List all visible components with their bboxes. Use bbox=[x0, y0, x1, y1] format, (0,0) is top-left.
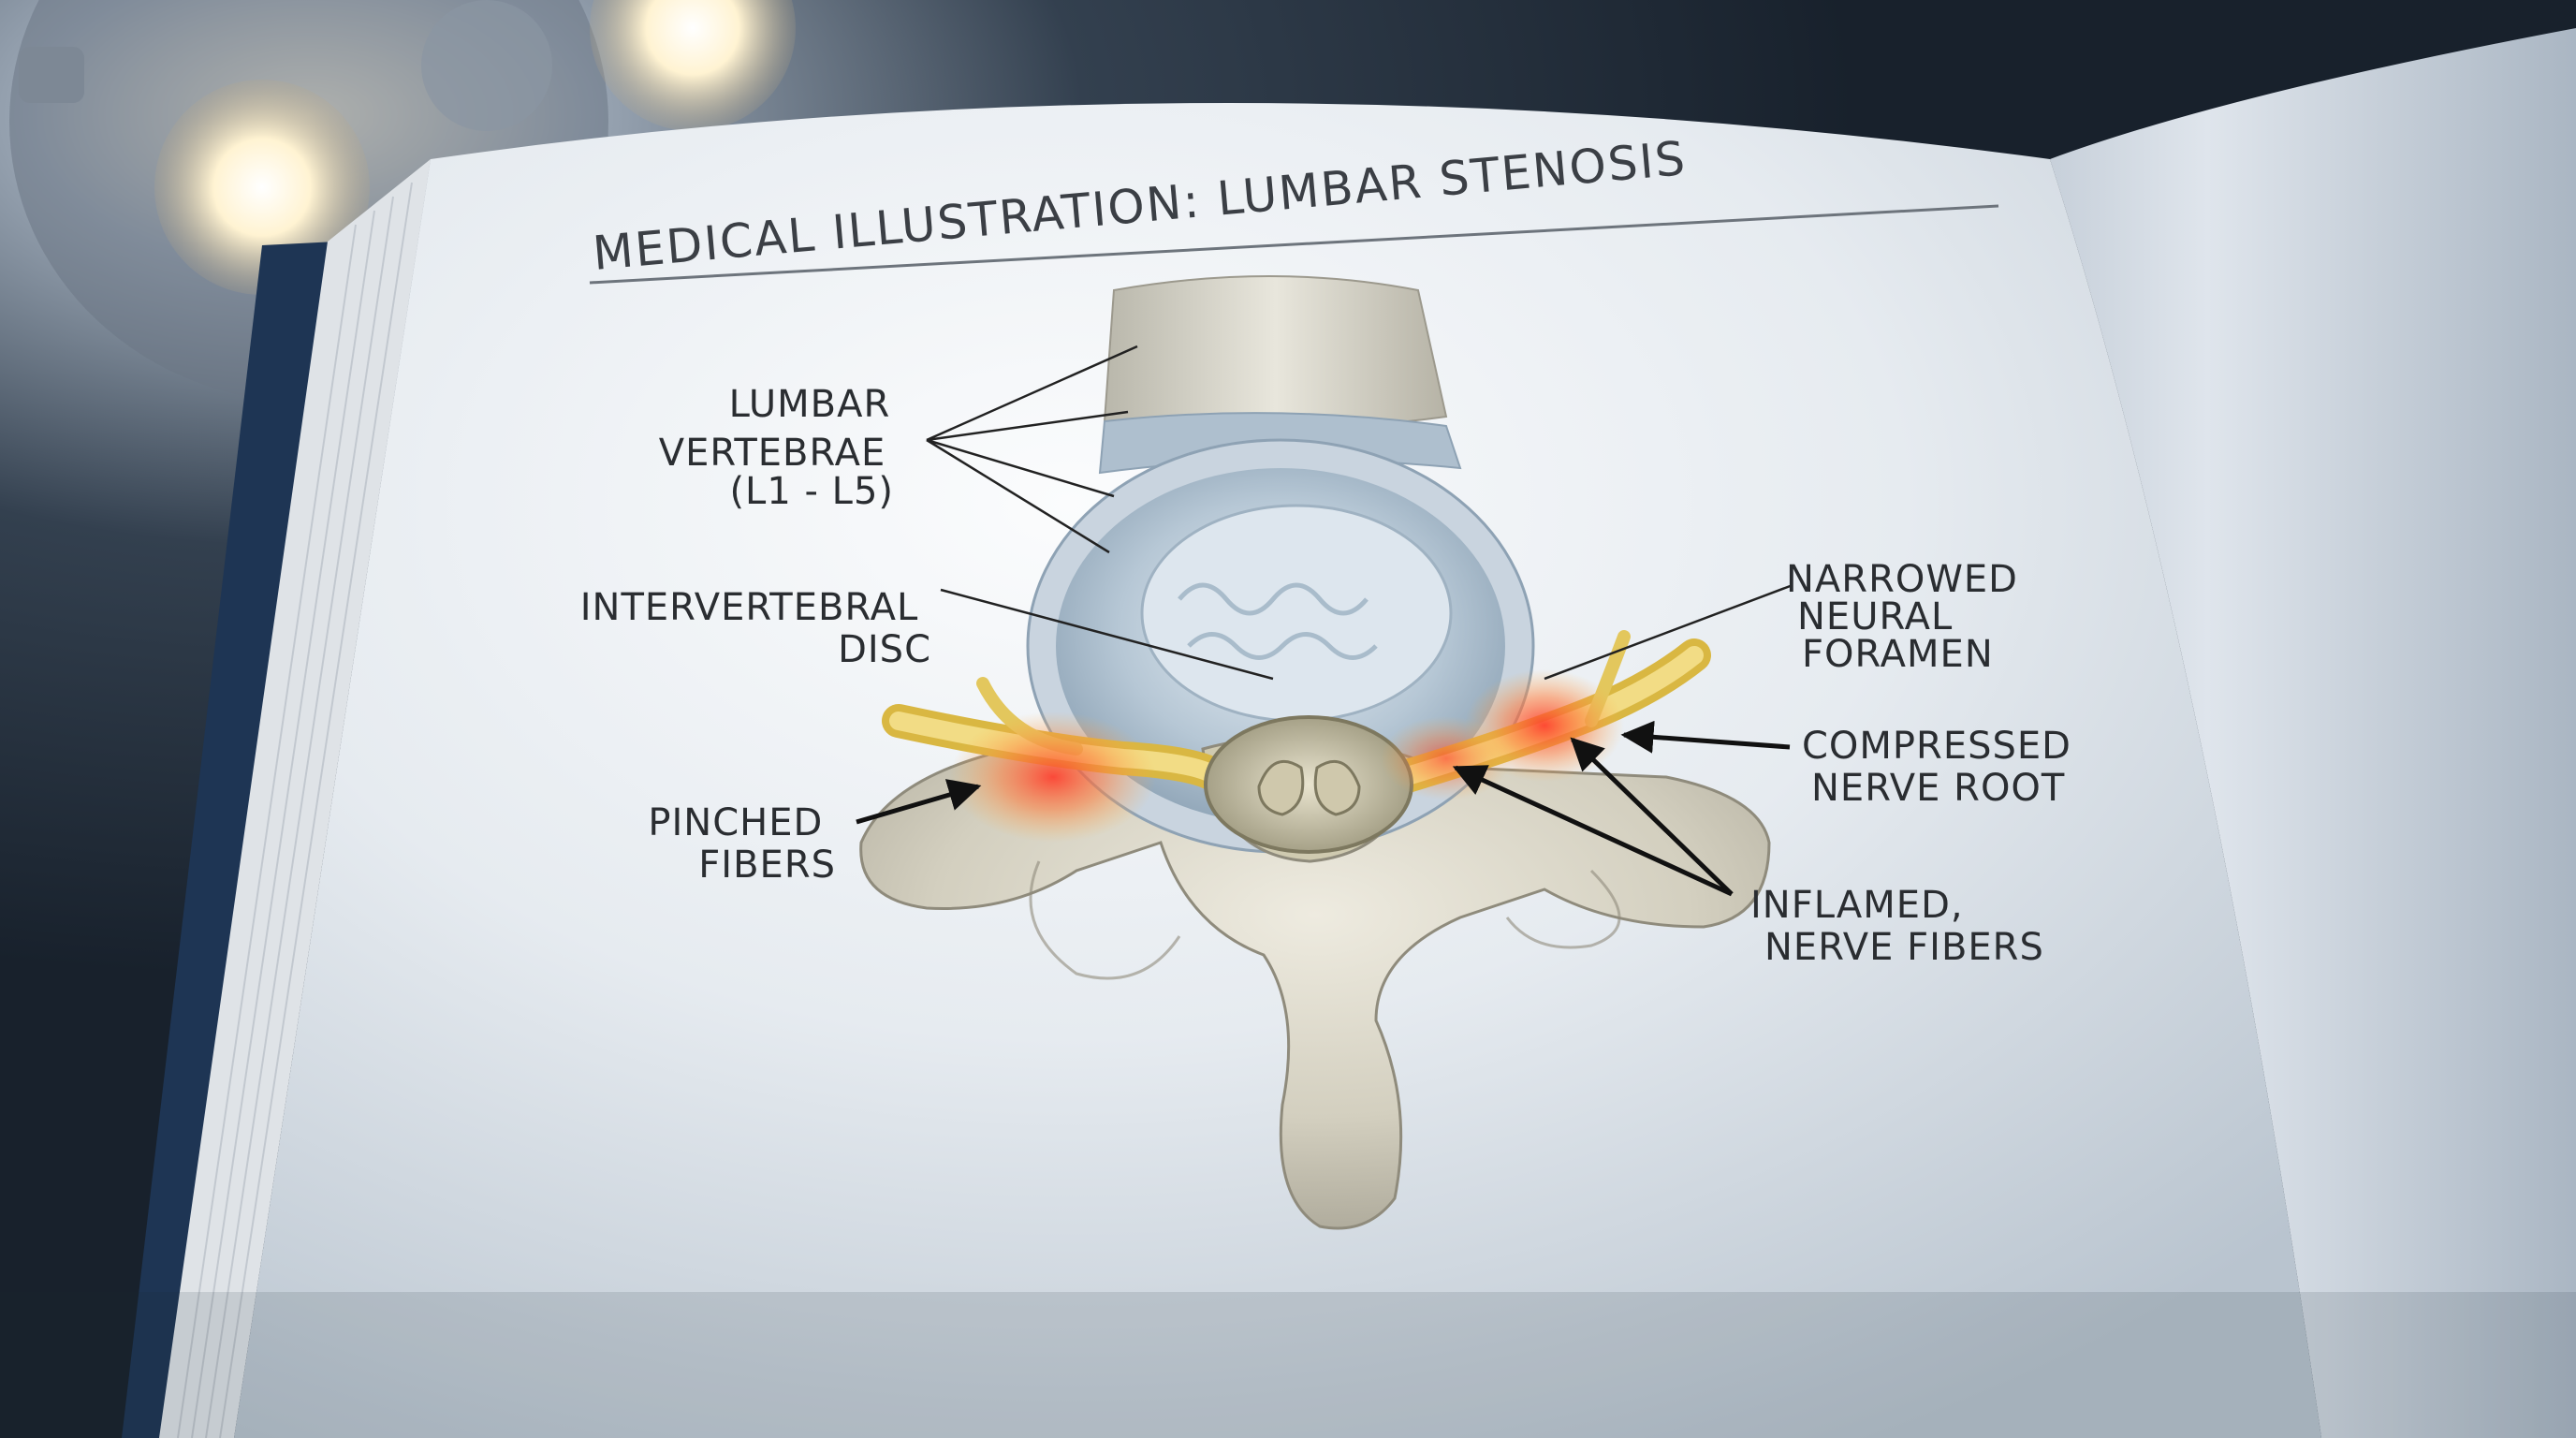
arrow-pinched-fibers bbox=[856, 779, 982, 825]
nucleus-pulposus bbox=[1140, 504, 1453, 723]
label-inflamed-nerve-fibers: INFLAMED, NERVE FIBERS bbox=[1750, 884, 2044, 969]
title-rule bbox=[589, 204, 1999, 285]
leader-lines bbox=[926, 345, 1793, 681]
spinal-cord bbox=[1204, 715, 1413, 854]
label-compressed-nerve-root: COMPRESSED NERVE ROOT bbox=[1802, 725, 2085, 810]
page-edge-lines bbox=[177, 182, 413, 1438]
pointer-arrows bbox=[856, 720, 1791, 897]
arrow-inflamed-fibers-2 bbox=[1452, 765, 1734, 897]
arrow-inflamed-fibers-1 bbox=[1570, 737, 1734, 896]
label-lumbar-vertebrae: LUMBAR VERTEBRAE (L1 - L5) bbox=[659, 383, 903, 513]
label-narrowed-neural-foramen: NARROWED NEURAL FORAMEN bbox=[1786, 558, 2031, 676]
book-page-edges bbox=[159, 159, 431, 1438]
label-intervertebral-disc: INTERVERTEBRAL DISC bbox=[580, 586, 931, 671]
vertebral-body bbox=[1103, 275, 1448, 431]
vignette bbox=[0, 1292, 2576, 1438]
arrow-compressed-nerve-root bbox=[1620, 720, 1791, 754]
label-pinched-fibers: PINCHED FIBERS bbox=[648, 801, 836, 887]
spine-anatomy bbox=[859, 275, 1771, 1230]
posterior-vertebra bbox=[859, 744, 1771, 1230]
inflammation-left bbox=[950, 712, 1156, 843]
book-right-page bbox=[2050, 28, 2576, 1438]
